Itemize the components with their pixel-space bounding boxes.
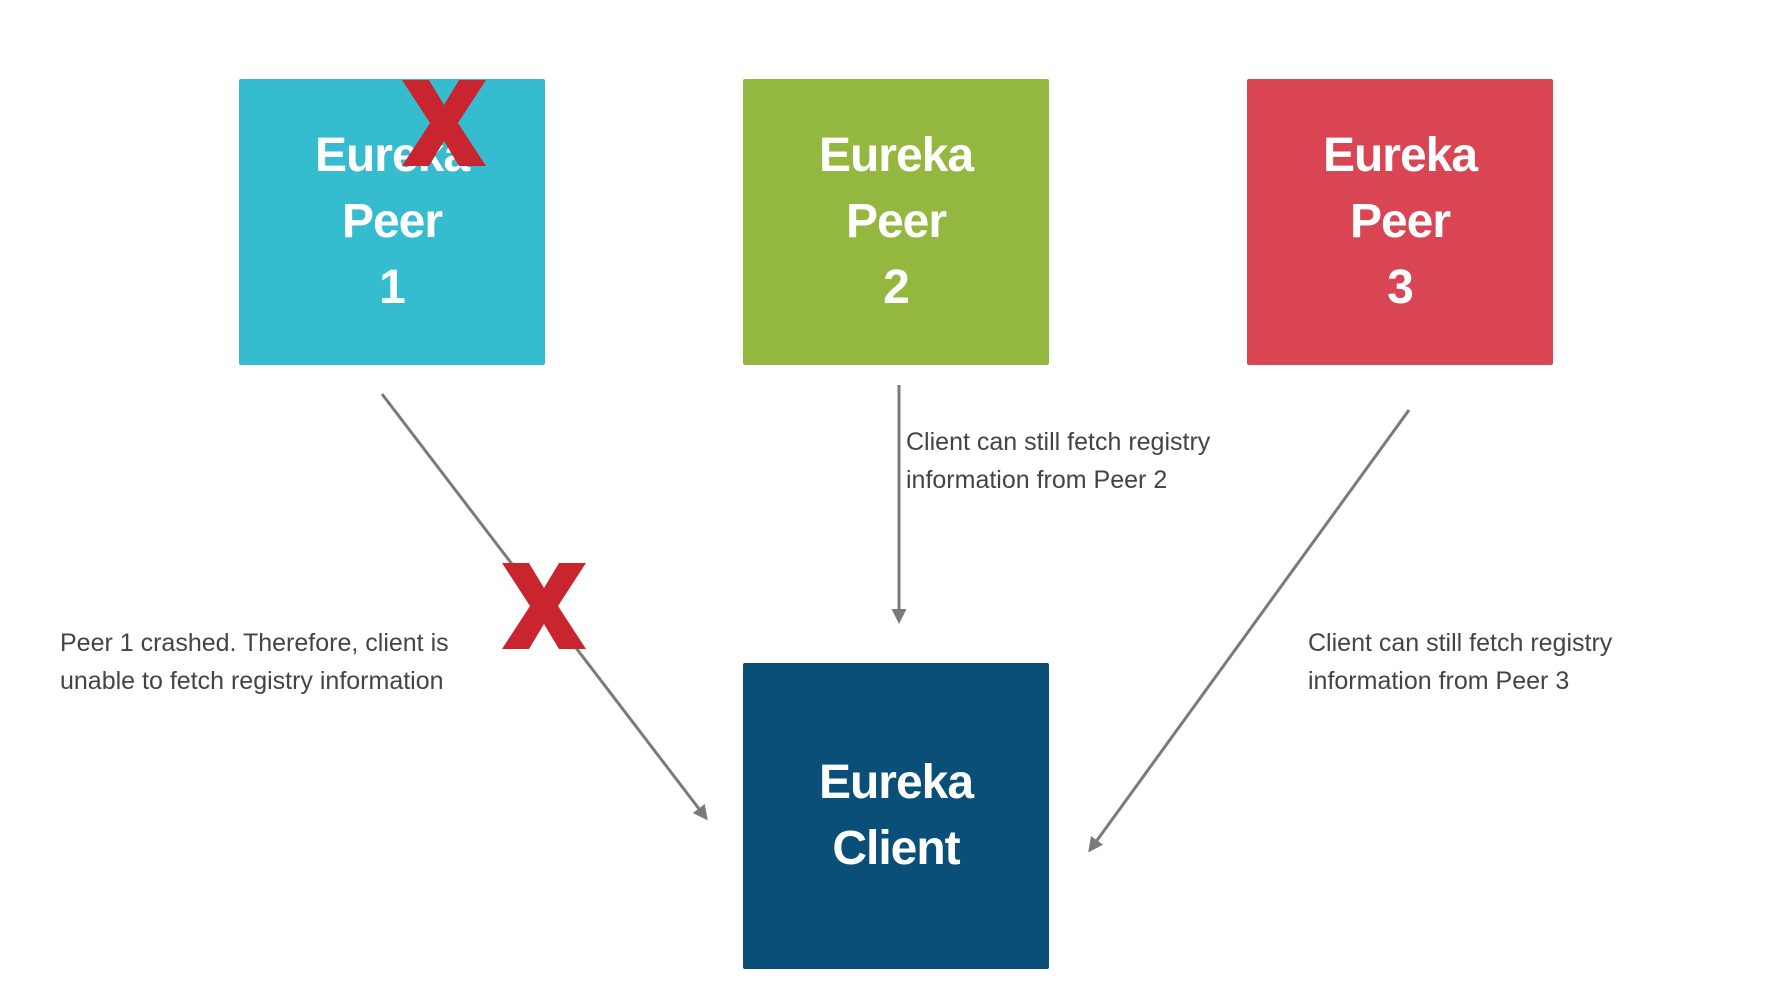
eureka-peer-1-node: Eureka Peer 1 — [239, 79, 545, 365]
edge-peer3-client — [1088, 409, 1411, 853]
eureka-peer-3-node: Eureka Peer 3 — [1247, 79, 1553, 365]
peer3-note-text: Client can still fetch registry informat… — [1308, 629, 1613, 695]
peer1-crash-note: Peer 1 crashed. Therefore, client is una… — [60, 624, 449, 700]
peer2-fetch-note: Client can still fetch registry informat… — [906, 423, 1210, 499]
eureka-client-label: Eureka Client — [818, 756, 974, 875]
eureka-client-node: Eureka Client — [743, 663, 1049, 969]
peer1-crashed-x-cross-icon — [402, 80, 486, 166]
peer2-note-text: Client can still fetch registry informat… — [906, 428, 1211, 494]
eureka-peer-1-label: Eureka Peer 1 — [314, 129, 470, 314]
eureka-peer-2-node: Eureka Peer 2 — [743, 79, 1049, 365]
edge-blocked-x-cross-icon — [502, 563, 586, 649]
eureka-peer-2-label: Eureka Peer 2 — [818, 129, 974, 314]
peer1-note-text: Peer 1 crashed. Therefore, client is una… — [60, 629, 449, 695]
eureka-peer-3-label: Eureka Peer 3 — [1322, 129, 1478, 314]
peer3-fetch-note: Client can still fetch registry informat… — [1308, 624, 1612, 700]
